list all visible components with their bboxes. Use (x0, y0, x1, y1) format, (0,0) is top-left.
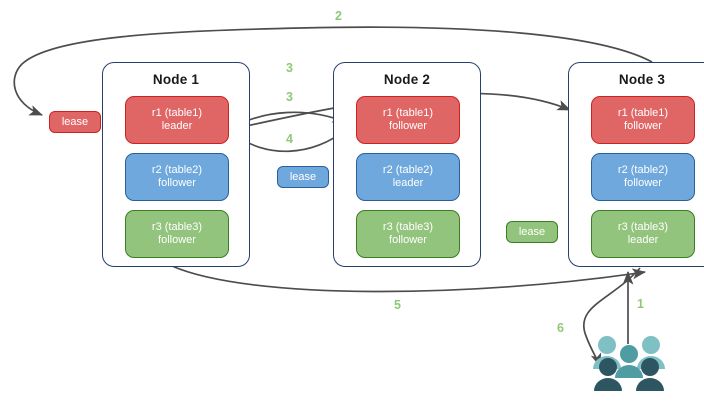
node-1-replica-r1-role: leader (161, 120, 193, 132)
node-2-container: Node 2 r1 (table1) follower r2 (table2) … (333, 62, 481, 267)
node-3-replica-r2[interactable]: r2 (table2) follower (591, 153, 695, 201)
node-2-replica-r1[interactable]: r1 (table1) follower (356, 96, 460, 144)
lease-badge-r2[interactable]: lease (277, 166, 329, 188)
node-1-replica-r1-name: r1 (table1) (151, 106, 203, 119)
node-2-replica-r2[interactable]: r2 (table2) leader (356, 153, 460, 201)
node-3-replica-r2-role: follower (624, 177, 662, 189)
edge-step-6 (583, 267, 641, 367)
node-1-replica-r2-name: r2 (table2) (151, 163, 203, 176)
node-1-replica-r2[interactable]: r2 (table2) follower (125, 153, 229, 201)
flow-label-3a: 3 (286, 61, 293, 75)
node-3-replica-r1[interactable]: r1 (table1) follower (591, 96, 695, 144)
lease-badge-r3[interactable]: lease (506, 221, 558, 243)
edge-step-5 (171, 265, 647, 293)
node-1-replica-r3-role: follower (158, 234, 196, 246)
node-3-container: Node 3 r1 (table1) follower r2 (table2) … (568, 62, 704, 267)
node-3-replica-r2-name: r2 (table2) (617, 163, 669, 176)
node-2-replica-r3[interactable]: r3 (table3) follower (356, 210, 460, 258)
people-group-icon (593, 336, 665, 391)
flow-label-3b: 3 (286, 90, 293, 104)
node-2-replica-r3-role: follower (389, 234, 427, 246)
node-2-replica-r2-role: leader (392, 177, 424, 189)
node-3-replica-r1-name: r1 (table1) (617, 106, 669, 119)
node-2-replica-r1-role: follower (389, 120, 427, 132)
node-1-replica-r3-name: r3 (table3) (151, 220, 203, 233)
edge-step-2 (13, 26, 653, 116)
node-1-replica-r2-role: follower (158, 177, 196, 189)
node-3-title: Node 3 (618, 72, 666, 87)
node-1-container: Node 1 r1 (table1) leader r2 (table2) fo… (102, 62, 250, 267)
flow-label-4: 4 (286, 132, 293, 146)
node-1-replica-r1[interactable]: r1 (table1) leader (125, 96, 229, 144)
flow-label-6: 6 (557, 321, 564, 335)
flow-label-1: 1 (637, 297, 644, 311)
node-2-title: Node 2 (383, 72, 431, 87)
node-3-replica-r1-role: follower (624, 120, 662, 132)
node-2-replica-r2-name: r2 (table2) (382, 163, 434, 176)
node-3-replica-r3[interactable]: r3 (table3) leader (591, 210, 695, 258)
node-2-replica-r1-name: r1 (table1) (382, 106, 434, 119)
node-1-replica-r3[interactable]: r3 (table3) follower (125, 210, 229, 258)
node-1-title: Node 1 (152, 72, 200, 87)
node-3-replica-r3-name: r3 (table3) (617, 220, 669, 233)
flow-label-2: 2 (335, 9, 342, 23)
lease-badge-r1[interactable]: lease (49, 111, 101, 133)
node-3-replica-r3-role: leader (627, 234, 659, 246)
node-2-replica-r3-name: r3 (table3) (382, 220, 434, 233)
flow-label-5: 5 (394, 298, 401, 312)
